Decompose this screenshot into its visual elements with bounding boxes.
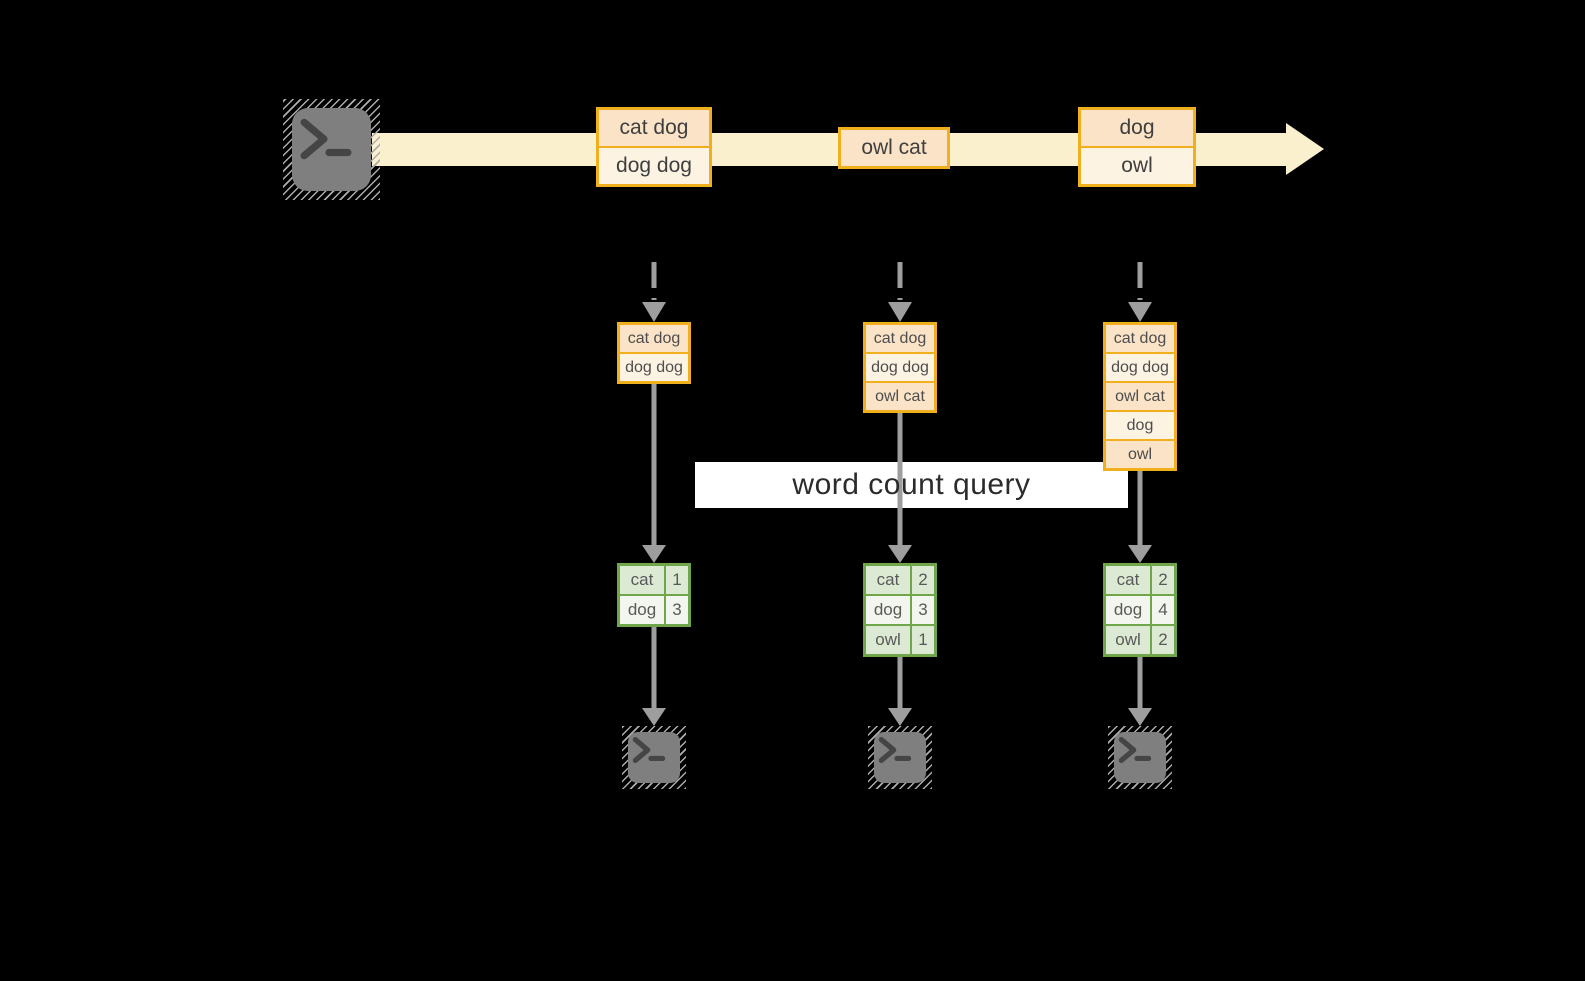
output-terminal-icon bbox=[868, 726, 932, 789]
output-arrow bbox=[1128, 657, 1152, 726]
output-arrow bbox=[888, 657, 912, 726]
word-cell: owl bbox=[866, 626, 910, 654]
query-label: word count query bbox=[792, 468, 1031, 501]
buffer-line: owl cat bbox=[1106, 381, 1174, 410]
output-terminal-icon bbox=[1108, 726, 1172, 789]
terminal-prompt-icon bbox=[1118, 737, 1152, 763]
ingest-arrow bbox=[1128, 262, 1152, 322]
buffer-line: dog dog bbox=[866, 352, 934, 381]
buffer-line: dog dog bbox=[1106, 352, 1174, 381]
ingest-arrow bbox=[642, 262, 666, 322]
query-label-box: word count query bbox=[695, 462, 1128, 508]
event-buffer-box: cat dog dog dog bbox=[617, 322, 691, 384]
stream-event-line: owl cat bbox=[841, 130, 947, 166]
stream-event-box: owl cat bbox=[838, 127, 950, 169]
word-cell: dog bbox=[1106, 596, 1150, 624]
buffer-line: dog bbox=[1106, 410, 1174, 439]
buffer-line: cat dog bbox=[866, 325, 934, 352]
word-cell: dog bbox=[620, 596, 664, 624]
stream-event-box: cat dog dog dog bbox=[596, 107, 712, 187]
stream-event-box: dog owl bbox=[1078, 107, 1196, 187]
table-row: dog 4 bbox=[1106, 594, 1174, 624]
buffer-line: dog dog bbox=[620, 352, 688, 381]
word-cell: dog bbox=[866, 596, 910, 624]
table-row: cat 2 bbox=[866, 566, 934, 594]
buffer-line: cat dog bbox=[1106, 325, 1174, 352]
table-row: cat 2 bbox=[1106, 566, 1174, 594]
event-buffer-box: cat dog dog dog owl cat dog owl bbox=[1103, 322, 1177, 471]
count-cell: 3 bbox=[910, 596, 934, 624]
table-row: dog 3 bbox=[620, 594, 688, 624]
word-count-table: cat 2 dog 4 owl 2 bbox=[1103, 563, 1177, 657]
stream-event-line: dog bbox=[1081, 110, 1193, 146]
event-buffer-box: cat dog dog dog owl cat bbox=[863, 322, 937, 413]
table-row: cat 1 bbox=[620, 566, 688, 594]
buffer-line: owl cat bbox=[866, 381, 934, 410]
stream-source-terminal-icon bbox=[283, 99, 380, 200]
buffer-line: cat dog bbox=[620, 325, 688, 352]
terminal-prompt-icon bbox=[300, 118, 352, 160]
word-cell: cat bbox=[866, 566, 910, 594]
stream-arrowhead-icon bbox=[1286, 123, 1324, 175]
count-cell: 4 bbox=[1150, 596, 1174, 624]
word-cell: owl bbox=[1106, 626, 1150, 654]
count-cell: 1 bbox=[910, 626, 934, 654]
count-cell: 2 bbox=[1150, 626, 1174, 654]
output-arrow bbox=[642, 627, 666, 726]
query-flow-arrow bbox=[642, 384, 666, 563]
ingest-arrow bbox=[888, 262, 912, 322]
count-cell: 2 bbox=[910, 566, 934, 594]
word-count-table: cat 2 dog 3 owl 1 bbox=[863, 563, 937, 657]
query-flow-arrow bbox=[1128, 471, 1152, 563]
word-cell: cat bbox=[620, 566, 664, 594]
stream-event-line: owl bbox=[1081, 146, 1193, 184]
count-cell: 2 bbox=[1150, 566, 1174, 594]
table-row: dog 3 bbox=[866, 594, 934, 624]
table-row: owl 1 bbox=[866, 624, 934, 654]
table-row: owl 2 bbox=[1106, 624, 1174, 654]
terminal-prompt-icon bbox=[632, 737, 666, 763]
buffer-line: owl bbox=[1106, 439, 1174, 468]
terminal-prompt-icon bbox=[878, 737, 912, 763]
count-cell: 1 bbox=[664, 566, 688, 594]
count-cell: 3 bbox=[664, 596, 688, 624]
stream-event-line: cat dog bbox=[599, 110, 709, 146]
word-count-table: cat 1 dog 3 bbox=[617, 563, 691, 627]
word-cell: cat bbox=[1106, 566, 1150, 594]
stream-event-line: dog dog bbox=[599, 146, 709, 184]
query-flow-arrow bbox=[888, 413, 912, 563]
output-terminal-icon bbox=[622, 726, 686, 789]
